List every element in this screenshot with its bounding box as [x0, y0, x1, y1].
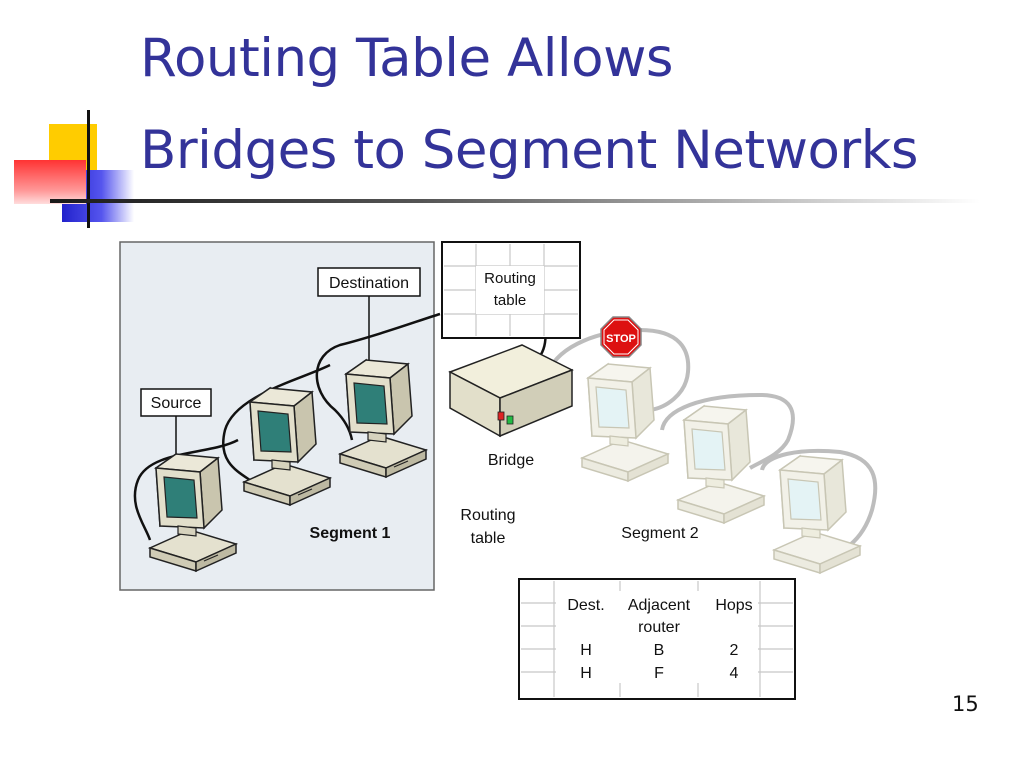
routing-table-cell: B [654, 642, 665, 659]
routing-table-grid: Routing table [441, 241, 581, 339]
routing-table-header-router: router [638, 619, 680, 636]
stop-sign-text: STOP [606, 333, 636, 345]
routing-table-cell: 4 [730, 665, 739, 682]
slide-title-line-1: Routing Table Allows [140, 28, 674, 89]
routing-table-header-dest: Dest. [567, 597, 604, 614]
routing-table-cell: H [580, 642, 592, 659]
routing-table-caption-1: Routing [460, 507, 515, 524]
segment-2-computer-2 [677, 405, 765, 524]
segment-2-computer-1 [581, 363, 669, 482]
source-label: Source [140, 388, 212, 417]
destination-label: Destination [317, 267, 421, 297]
routing-table-cell: F [654, 665, 664, 682]
bridge-label: Bridge [488, 452, 534, 469]
routing-table-header-hops: Hops [715, 597, 752, 614]
routing-table-header-adjacent: Adjacent [628, 597, 691, 614]
bridge-device [448, 344, 574, 438]
routing-table-grid-label-2: table [494, 292, 527, 309]
segment-2-cables [546, 327, 878, 547]
segment-2-label: Segment 2 [621, 525, 698, 542]
red-square-decoration [14, 160, 86, 204]
routing-table-cell: 2 [730, 642, 739, 659]
segment-2-computer-3 [773, 455, 861, 574]
segment-1-label: Segment 1 [310, 525, 391, 542]
destination-label-text: Destination [329, 275, 409, 292]
routing-table-cell: H [580, 665, 592, 682]
source-label-text: Source [151, 395, 202, 412]
vertical-rule-decoration [87, 110, 90, 228]
routing-table: Dest. Adjacent router Hops H B 2 H F 4 [518, 578, 796, 700]
bridge-red-led [497, 411, 505, 421]
title-underline [50, 199, 980, 203]
slide-number: 15 [952, 692, 979, 716]
routing-table-grid-label-1: Routing [484, 270, 536, 287]
stop-sign-icon: STOP [600, 316, 642, 358]
routing-table-caption-2: table [471, 530, 506, 547]
bridge-green-led [506, 415, 514, 425]
slide-title-line-2: Bridges to Segment Networks [140, 120, 919, 181]
